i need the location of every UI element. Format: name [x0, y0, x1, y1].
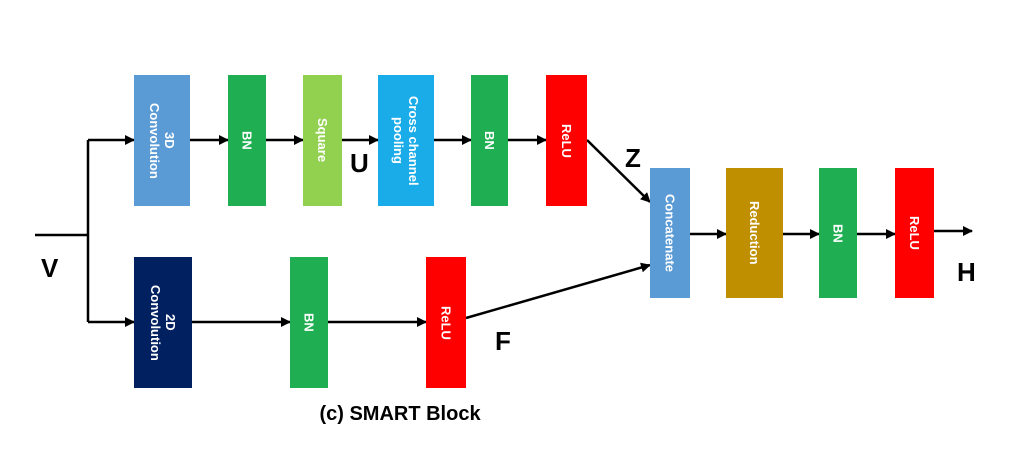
arrow-relu2-concat: [465, 262, 651, 320]
bn3-label: BN: [301, 313, 317, 332]
var-f-label: F: [495, 326, 511, 356]
relu3-label: ReLU: [907, 216, 922, 250]
var-h-label: H: [957, 257, 976, 287]
bn2-label: BN: [482, 131, 497, 150]
cross-pool-label: Cross channel pooling: [391, 95, 421, 186]
var-u-label: U: [350, 148, 369, 178]
relu1-label: ReLU: [559, 123, 574, 158]
conv2d-label: 2D Convolution: [148, 284, 178, 361]
var-v-label: V: [41, 253, 59, 283]
square-label: Square: [315, 118, 330, 163]
reduction-block: Reduction: [726, 168, 783, 298]
cross-pool-block: Cross channel pooling: [378, 75, 434, 206]
relu1-block: ReLU: [546, 75, 587, 206]
conv2d-block: 2D Convolution: [134, 257, 192, 388]
concat-block: Concatenate: [650, 168, 690, 298]
conv3d-block: 3D Convolution: [134, 75, 190, 206]
relu2-block: ReLU: [426, 257, 466, 388]
figure-caption: (c) SMART Block: [319, 403, 481, 425]
concat-label: Concatenate: [662, 193, 678, 273]
arrow-relu1-concat: [586, 139, 651, 203]
square-block: Square: [303, 75, 342, 206]
bn4-label: BN: [830, 223, 846, 243]
relu3-block: ReLU: [895, 168, 934, 298]
bn2-block: BN: [471, 75, 508, 206]
bn4-block: BN: [819, 168, 857, 298]
bn1-label: BN: [239, 131, 255, 150]
bn3-block: BN: [290, 257, 328, 388]
reduction-label: Reduction: [747, 201, 762, 265]
relu2-label: ReLU: [438, 305, 454, 340]
var-z-label: Z: [625, 143, 641, 173]
conv3d-label: 3D Convolution: [147, 102, 177, 179]
bn1-block: BN: [228, 75, 266, 206]
